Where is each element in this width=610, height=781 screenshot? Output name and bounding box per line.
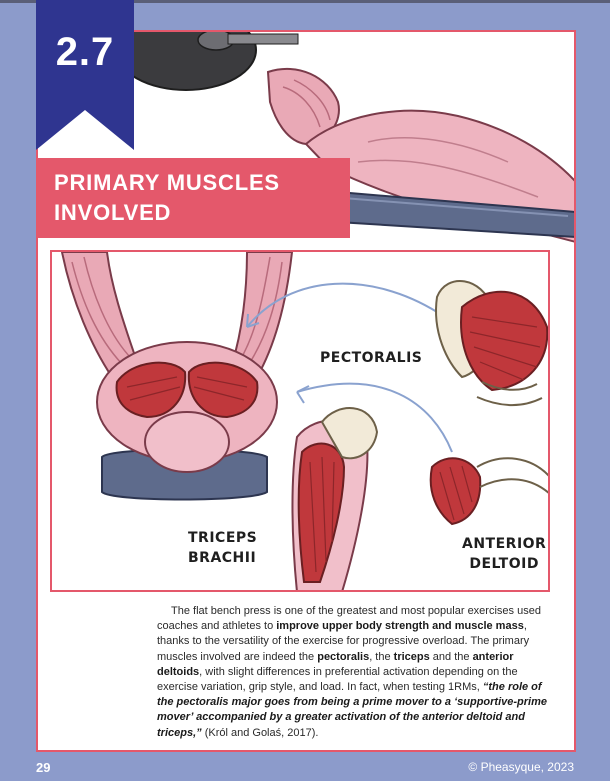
body-text-3: , with slight differences in preferentia… [157, 665, 518, 694]
body-citation: (Król and Golaś, 2017). [201, 726, 319, 739]
pectoral-fibers [126, 376, 248, 401]
right-arm-lines [239, 256, 283, 368]
forearm-muscle-lines [282, 79, 331, 128]
label-pectoralis: PECTORALIS [320, 350, 423, 366]
body-text-1: The flat bench press is one of the great… [157, 605, 541, 633]
muscles-inset-panel: PECTORALIS TRICEPS BRACHII ANTERIOR DELT… [50, 250, 550, 592]
right-pectoral [187, 361, 259, 419]
body-bold-pectoralis: pectoralis [317, 650, 370, 663]
left-arm-lines [71, 256, 131, 365]
section-title-banner: PRIMARY MUSCLES INVOLVED [36, 158, 350, 238]
ribs [476, 381, 543, 406]
scapula-tri [320, 407, 379, 460]
arrow-pectoralis [246, 282, 438, 328]
triceps-muscle [297, 442, 346, 583]
page-number: 29 [36, 760, 51, 775]
bench-highlight [342, 197, 569, 217]
head [144, 411, 230, 473]
label-triceps-brachii: TRICEPS BRACHII [188, 530, 258, 566]
arm-muscle-lines [357, 137, 539, 198]
body-text-2: , thanks to the versatility of the exerc… [157, 620, 530, 663]
section-number: 2.7 [55, 30, 115, 74]
arrow-deltoid [296, 382, 453, 453]
muscles-illustration [60, 252, 548, 590]
body-text-comma: , the [369, 650, 394, 663]
body-bold-strength: improve upper body strength and muscle m… [276, 620, 524, 633]
left-pectoral [115, 361, 187, 419]
deltoid-ribs [476, 457, 548, 494]
copyright-notice: © Pheasyque, 2023 [468, 760, 574, 774]
section-badge [36, 0, 134, 150]
top-edge-bar [0, 0, 610, 3]
pectoralis-fibers [469, 316, 541, 381]
bench-press-top-illustration [115, 32, 574, 243]
label-anterior-deltoid: ANTERIOR DELTOID [462, 536, 547, 572]
triceps-fibers [309, 456, 335, 573]
body-quote: “the role of the pectoralis major goes f… [157, 681, 547, 739]
body-bold-triceps: triceps [393, 650, 430, 663]
section-title: PRIMARY MUSCLES INVOLVED [54, 170, 280, 225]
deltoid-muscle [429, 457, 482, 526]
body-text-and: and the [429, 650, 473, 663]
barbell-bar [227, 33, 299, 45]
body-bold-deltoids: anterior deltoids [157, 650, 514, 678]
body-paragraph: The flat bench press is one of the great… [157, 604, 549, 741]
pectoralis-muscle [460, 290, 548, 392]
deltoid-fibers [439, 465, 473, 521]
